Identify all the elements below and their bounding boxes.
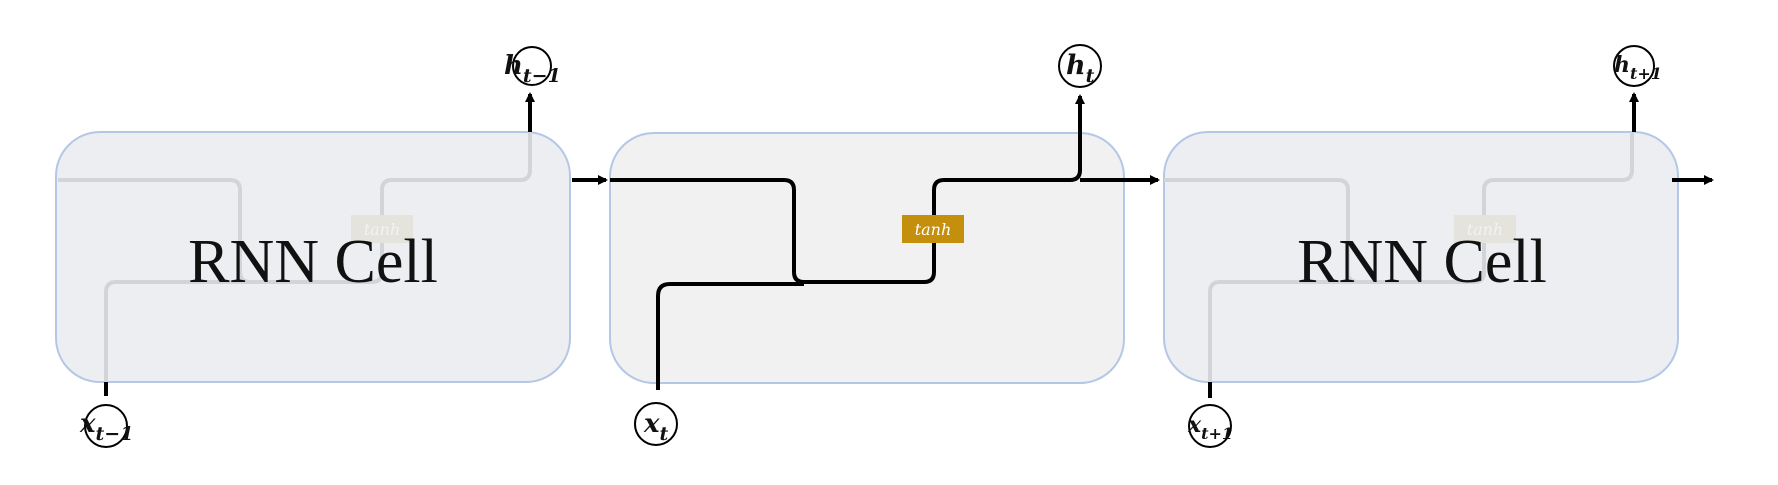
tanh-label: tanh: [1467, 220, 1504, 239]
output-node-h-t-minus-1: ht−1: [504, 46, 561, 87]
node-sub: t: [660, 423, 669, 445]
node-circle: [1188, 404, 1232, 448]
node-main: x: [1187, 412, 1202, 438]
cell-label: RNN Cell: [188, 228, 438, 296]
svg-text:xt: xt: [643, 409, 669, 445]
output-node-h-t: ht: [1058, 44, 1102, 88]
tanh-label: tanh: [364, 220, 401, 239]
cell-internal-paths: [58, 132, 532, 388]
node-main: x: [79, 409, 96, 439]
svg-text:xt−1: xt−1: [79, 409, 133, 445]
cell-t-minus-1: tanh RNN Cell ht−1 xt−1: [55, 46, 571, 448]
node-sub: t−1: [96, 423, 134, 445]
cell-internal-paths: [610, 133, 1082, 390]
hidden-state-path: [58, 132, 532, 284]
hidden-state-path: [610, 133, 1082, 284]
input-path: [1208, 280, 1358, 388]
node-main: x: [643, 409, 660, 439]
svg-text:ht−1: ht−1: [504, 51, 561, 87]
node-sub: t: [1086, 65, 1095, 87]
cell-t-plus-1: tanh RNN Cell ht+1 xt+1: [1163, 45, 1714, 448]
cell-t: tanh ht xt: [609, 44, 1160, 446]
node-circle: [1058, 44, 1102, 88]
node-circle: [634, 402, 678, 446]
node-sub: t+1: [1630, 64, 1662, 83]
svg-text:xt+1: xt+1: [1187, 412, 1233, 443]
input-path: [104, 280, 250, 388]
tanh-box: [1454, 215, 1516, 243]
node-circle: [512, 46, 552, 86]
tanh-label: tanh: [915, 220, 952, 239]
node-circle: [84, 404, 128, 448]
node-circle: [1613, 45, 1655, 87]
svg-text:ht: ht: [1066, 50, 1095, 87]
node-main: h: [1614, 52, 1630, 78]
cell-internal-paths: [1164, 132, 1634, 388]
cell-box: [55, 131, 571, 383]
svg-text:ht+1: ht+1: [1614, 52, 1662, 83]
node-sub: t−1: [523, 65, 561, 87]
input-node-x-t-plus-1: xt+1: [1187, 404, 1233, 448]
tanh-box: [351, 215, 413, 243]
input-node-x-t-minus-1: xt−1: [79, 404, 133, 448]
node-main: h: [1066, 50, 1086, 81]
tanh-box: [902, 215, 964, 243]
input-path: [656, 282, 804, 390]
hidden-state-path: [1164, 132, 1634, 284]
cell-box: [609, 132, 1125, 384]
input-node-x-t: xt: [634, 402, 678, 446]
node-sub: t+1: [1201, 424, 1233, 443]
output-node-h-t-plus-1: ht+1: [1613, 45, 1662, 87]
node-main: h: [504, 51, 523, 81]
cell-box: [1163, 131, 1679, 383]
cell-label: RNN Cell: [1297, 228, 1547, 296]
